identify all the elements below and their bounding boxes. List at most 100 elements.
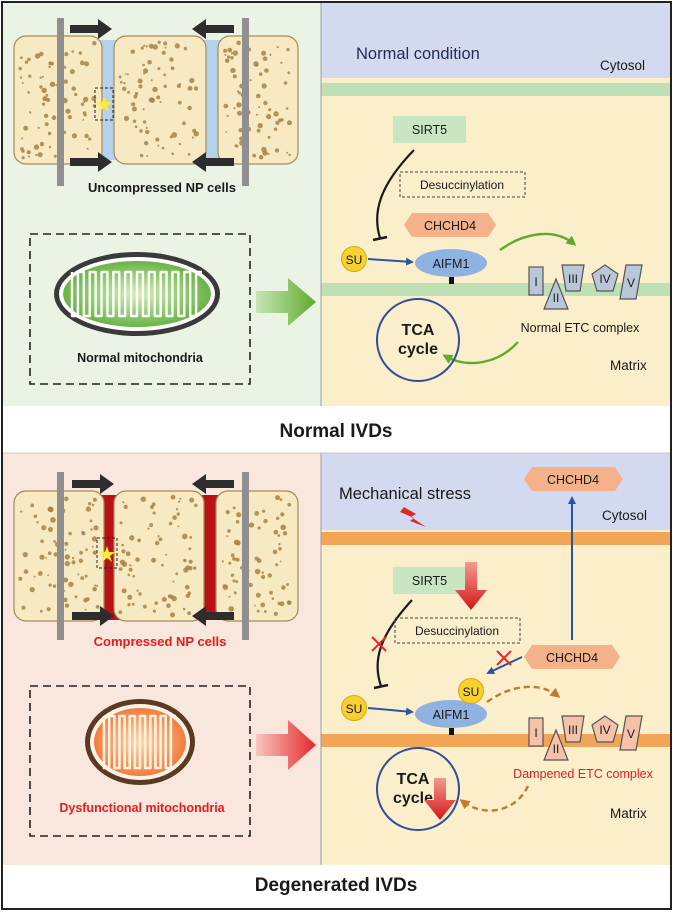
bone-pore	[142, 604, 147, 609]
etc-complex-label: I	[534, 726, 537, 740]
etc-complex-label: IV	[599, 723, 610, 737]
bone-pore	[139, 153, 144, 158]
top-rod-left	[57, 18, 64, 186]
bone-pore	[152, 86, 158, 93]
bone-pore	[225, 131, 228, 133]
bone-pore	[121, 588, 127, 594]
bone-pore	[37, 152, 43, 158]
etc-complex-label: II	[553, 291, 560, 305]
bone-pore	[161, 563, 164, 567]
bone-pore	[155, 540, 160, 546]
bone-pore	[121, 549, 126, 554]
bone-pore	[227, 55, 231, 59]
bone-pore	[50, 61, 54, 66]
bone-pore	[46, 607, 51, 612]
bone-pore	[53, 540, 56, 543]
bone-pore	[228, 595, 231, 598]
bone-pore	[182, 607, 186, 611]
bone-pore	[71, 560, 76, 565]
bone-pore	[230, 67, 236, 74]
bone-pore	[163, 84, 167, 89]
top-desucc-label: Desuccinylation	[420, 178, 504, 192]
bone-pore	[171, 132, 178, 138]
bone-pore	[163, 73, 167, 77]
bottom-aifm1-label: AIFM1	[433, 708, 470, 722]
top-sirt5-box	[393, 116, 466, 143]
bone-pore	[256, 128, 261, 133]
bone-pore	[255, 592, 261, 598]
bone-pore	[125, 551, 131, 557]
bottom-import-cross-icon	[496, 650, 512, 666]
bone-pore	[278, 547, 282, 551]
bone-pore	[127, 594, 133, 600]
bone-pore	[147, 527, 150, 530]
bone-pore	[154, 601, 158, 605]
bone-pore	[178, 500, 181, 503]
bone-pore	[228, 561, 232, 565]
bone-pore	[80, 576, 85, 580]
bone-pore	[230, 52, 233, 55]
bone-pore	[273, 111, 279, 117]
top-vertebra-right	[217, 35, 299, 165]
bone-pore	[137, 78, 143, 84]
bone-pore	[83, 113, 87, 117]
bone-pore	[169, 594, 174, 599]
bone-pore	[30, 503, 35, 508]
bone-pore	[237, 110, 243, 116]
bone-pore	[88, 502, 92, 506]
bone-pore	[127, 90, 130, 94]
bone-pore	[64, 496, 69, 502]
bone-pore	[120, 81, 123, 84]
bone-pore	[91, 503, 95, 507]
bone-pore	[39, 141, 45, 147]
bottom-tca-line2: cycle	[393, 790, 433, 807]
bottom-su-label-left: SU	[346, 702, 363, 716]
bone-pore	[128, 567, 133, 572]
bone-pore	[193, 566, 197, 570]
bone-pore	[18, 66, 22, 71]
bone-pore	[191, 136, 194, 139]
bottom-tca-line1: TCA	[397, 771, 430, 788]
bone-pore	[275, 120, 280, 125]
bone-pore	[81, 531, 86, 536]
bottom-cytosol-label: Cytosol	[602, 508, 647, 523]
bone-pore	[230, 553, 235, 558]
bone-pore	[71, 556, 75, 560]
top-inhibition-line	[376, 149, 415, 239]
bone-pore	[146, 154, 149, 157]
bottom-compression-arrows	[72, 474, 234, 626]
bone-pore	[170, 612, 175, 618]
bone-pore	[63, 597, 68, 603]
bone-pore	[145, 129, 150, 135]
bottom-su-label-bound: SU	[463, 685, 480, 699]
bone-pore	[274, 148, 280, 153]
bone-pore	[126, 73, 129, 76]
etc-complex-4	[591, 264, 619, 292]
bone-pore	[118, 567, 123, 571]
bone-pore	[71, 50, 74, 53]
bone-pore	[71, 133, 78, 139]
bone-pore	[37, 126, 40, 129]
etc-complex-label: II	[553, 742, 560, 756]
bone-pore	[48, 527, 53, 532]
bone-pore	[187, 611, 192, 615]
top-chchd4-shape	[404, 213, 496, 237]
bone-pore	[227, 47, 233, 53]
bone-pore	[37, 571, 43, 576]
bone-pore	[143, 68, 149, 74]
bone-pore	[278, 118, 283, 123]
bottom-vertebra-right	[215, 490, 299, 622]
bone-pore	[84, 608, 87, 611]
bone-pore	[41, 87, 47, 94]
bottom-matrix-label: Matrix	[610, 806, 647, 821]
bone-pore	[39, 554, 45, 560]
bone-pore	[67, 115, 72, 120]
bone-pore	[152, 44, 158, 50]
top-condition-label: Normal condition	[356, 45, 480, 63]
bone-pore	[18, 576, 23, 581]
bone-pore	[183, 558, 187, 563]
bone-pore	[41, 525, 47, 531]
bone-pore	[151, 557, 157, 563]
bone-pore	[79, 550, 83, 555]
